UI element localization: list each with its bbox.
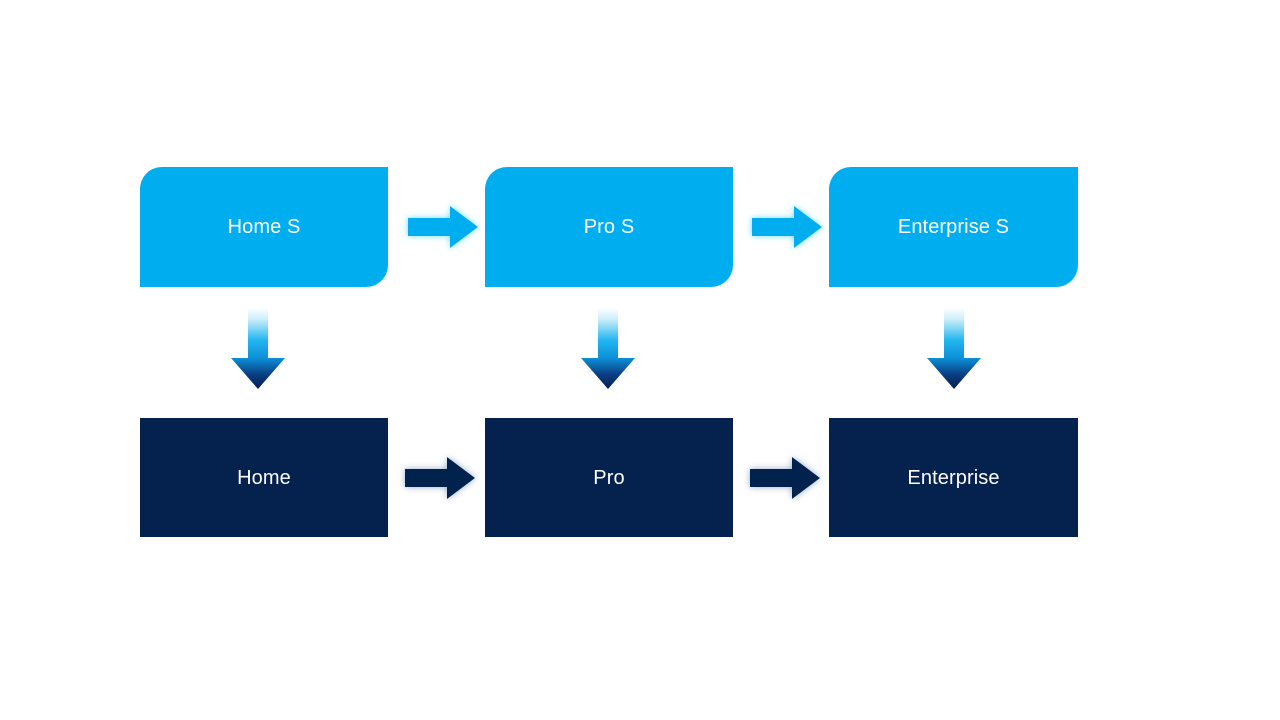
node-label-enterprise: Enterprise xyxy=(907,466,1000,489)
arrow-home-s-to-pro-s xyxy=(407,203,479,251)
arrow-pro-s-to-pro xyxy=(578,308,638,390)
node-enterprise[interactable]: Enterprise xyxy=(829,418,1078,537)
node-label-home: Home xyxy=(237,466,291,489)
node-home[interactable]: Home xyxy=(140,418,388,537)
node-pro[interactable]: Pro xyxy=(485,418,733,537)
arrow-pro-s-to-enterprise-s xyxy=(751,203,823,251)
node-home-s[interactable]: Home S xyxy=(140,167,388,287)
node-label-home-s: Home S xyxy=(227,216,301,238)
arrow-home-s-to-home xyxy=(228,308,288,390)
node-enterprise-s[interactable]: Enterprise S xyxy=(829,167,1078,287)
node-label-enterprise-s: Enterprise S xyxy=(897,216,1010,238)
arrow-pro-to-enterprise xyxy=(749,454,821,502)
arrow-enterprise-s-to-enterprise xyxy=(924,308,984,390)
arrow-home-to-pro xyxy=(404,454,476,502)
node-pro-s[interactable]: Pro S xyxy=(485,167,733,287)
node-label-pro-s: Pro S xyxy=(583,216,635,238)
node-label-pro: Pro xyxy=(593,466,625,489)
